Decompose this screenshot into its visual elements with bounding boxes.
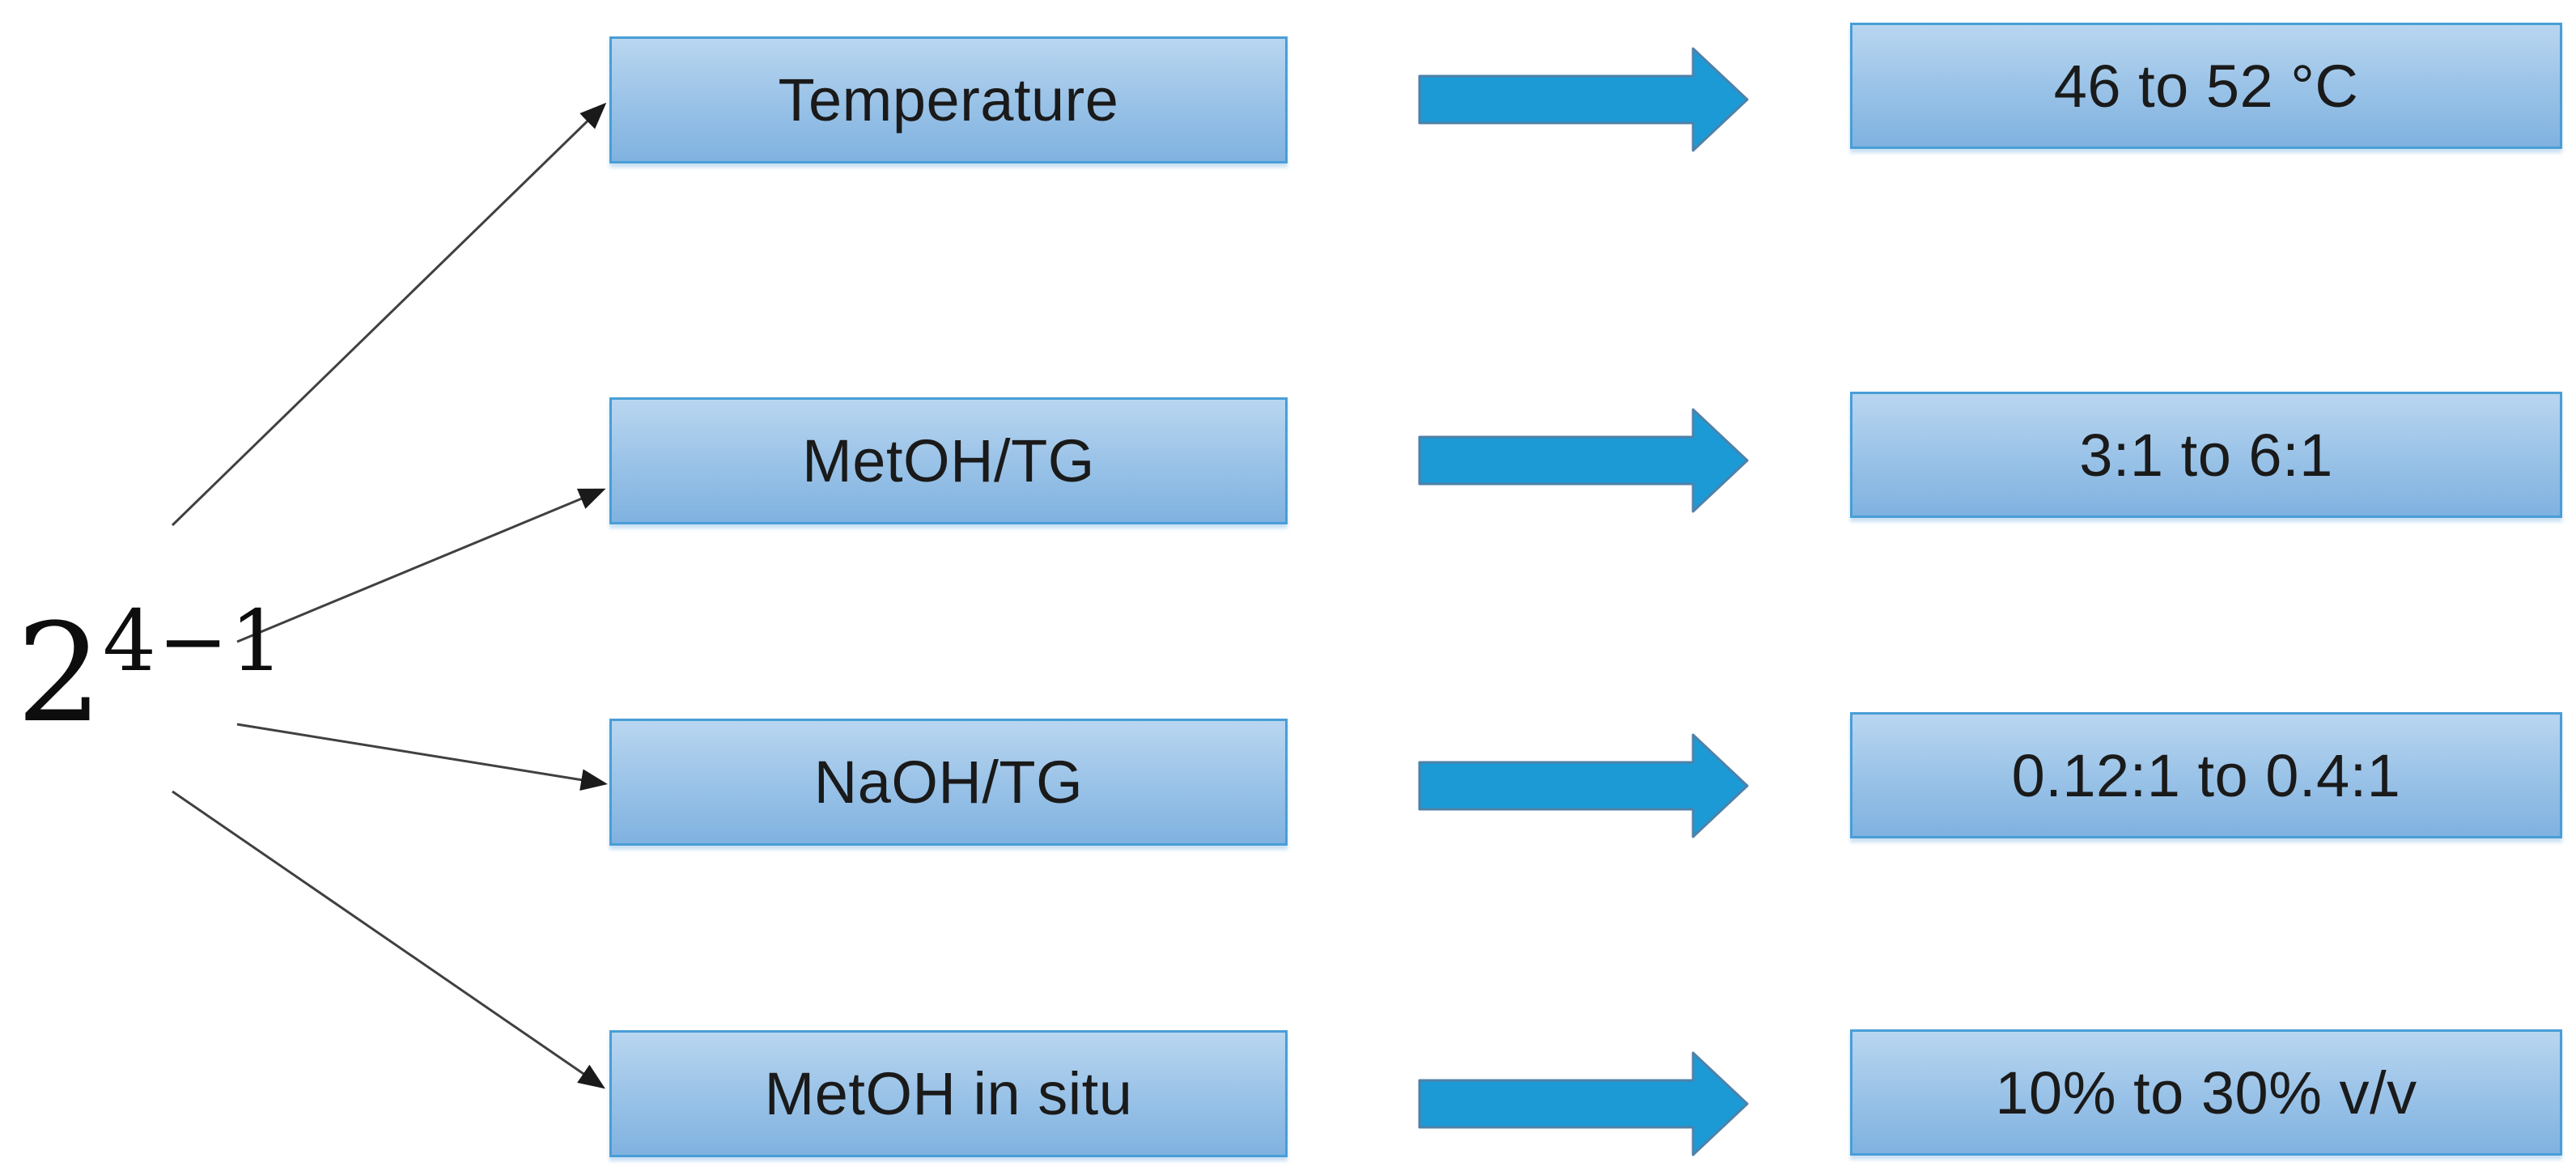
block-arrow-row2 <box>1418 408 1749 513</box>
factor-box-metoh-in-situ: MetOH in situ <box>609 1030 1288 1157</box>
design-label-base: 2 <box>16 594 103 753</box>
value-label: 10% to 30% v/v <box>1995 1059 2417 1126</box>
factor-label: Temperature <box>778 66 1119 134</box>
connector-arrow-metoh-tg <box>236 488 606 643</box>
factor-box-temperature: Temperature <box>609 36 1288 163</box>
connector-arrow-metoh-in-situ <box>172 790 605 1089</box>
design-label: 24−1 <box>16 599 285 741</box>
factor-label: NaOH/TG <box>813 749 1084 816</box>
design-label-exponent: 4−1 <box>102 592 286 690</box>
value-box-temperature: 46 to 52 °C <box>1850 23 2562 149</box>
value-label: 0.12:1 to 0.4:1 <box>2011 741 2401 809</box>
value-box-naoh-tg: 0.12:1 to 0.4:1 <box>1850 712 2562 838</box>
value-label: 3:1 to 6:1 <box>2079 421 2333 489</box>
factor-box-naoh-tg: NaOH/TG <box>609 719 1288 846</box>
connector-arrow-naoh-tg <box>236 723 608 791</box>
value-box-metoh-in-situ: 10% to 30% v/v <box>1850 1029 2562 1156</box>
factor-box-metoh-tg: MetOH/TG <box>609 397 1288 524</box>
value-label: 46 to 52 °C <box>2053 52 2359 120</box>
factor-label: MetOH in situ <box>764 1060 1133 1127</box>
factor-label: MetOH/TG <box>802 427 1095 494</box>
value-box-metoh-tg: 3:1 to 6:1 <box>1850 392 2562 518</box>
block-arrow-row3 <box>1418 733 1749 838</box>
block-arrow-row4 <box>1418 1051 1749 1156</box>
block-arrow-row1 <box>1418 47 1749 152</box>
connector-arrow-temperature <box>171 102 607 527</box>
